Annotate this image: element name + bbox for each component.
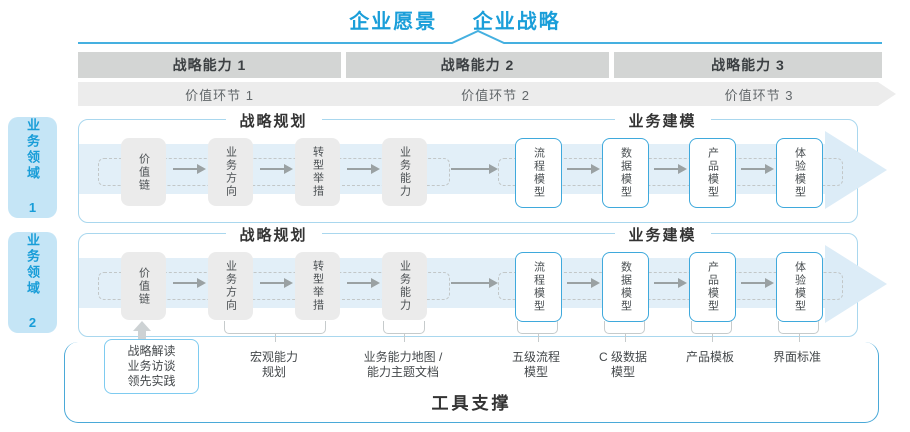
strategy-inputs-box: 战略解读 业务访谈 领先实践 — [104, 339, 199, 394]
value-link-chevron-2: 价值环节 2 — [346, 82, 637, 106]
node-experience-model: 体验模型 — [776, 138, 823, 208]
annotation-capability-map: 业务能力地图 / 能力主题文档 — [363, 350, 443, 379]
node-business-capability: 业务能力 — [382, 138, 427, 206]
dashed-group-modeling — [498, 272, 843, 300]
node-product-model: 产品模型 — [689, 138, 736, 208]
band-arrow-icon — [825, 245, 887, 323]
dashed-group-strategy — [98, 158, 450, 186]
flow-arrow-icon — [451, 278, 498, 288]
up-arrow-icon — [133, 321, 151, 342]
domain-tab-label: 业务领域 1 — [25, 117, 40, 218]
annotation-l5-process-model: 五级流程 模型 — [511, 350, 561, 379]
flow-arrow-icon — [451, 164, 498, 174]
capability-bar-3: 战略能力 3 — [614, 52, 882, 78]
value-link-chevron-3: 价值环节 3 — [614, 82, 896, 106]
section-header-strategic-planning: 战略规划 — [225, 110, 322, 131]
annotation-macro-capability-planning: 宏观能力 规划 — [249, 350, 299, 379]
bracket-icon — [517, 321, 558, 342]
flow-arrow-icon — [741, 278, 774, 288]
section-header-strategic-planning: 战略规划 — [225, 224, 322, 245]
flow-arrow-icon — [654, 164, 687, 174]
node-data-model: 数据模型 — [602, 138, 649, 208]
bracket-icon — [778, 321, 819, 342]
page-title: 企业愿景 企业战略 — [0, 5, 910, 34]
flow-arrow-icon — [567, 164, 600, 174]
domain-tab-1: 业务领域 1 — [8, 117, 57, 218]
value-link-chevron-1: 价值环节 1 — [78, 82, 375, 106]
node-value-chain: 价值链 — [121, 252, 166, 320]
bracket-icon — [224, 321, 326, 342]
node-process-model: 流程模型 — [515, 252, 562, 322]
vision-title: 企业愿景 — [349, 11, 438, 33]
node-experience-model: 体验模型 — [776, 252, 823, 322]
flow-arrow-icon — [567, 278, 600, 288]
node-transformation-initiatives: 转型举措 — [295, 252, 340, 320]
domain-1-flow-row: 战略规划 业务建模 价值链 业务方向 转型举措 业务能力 流程模型 数据模型 产… — [78, 110, 887, 223]
vision-connector-line — [78, 29, 882, 44]
bracket-icon — [604, 321, 645, 342]
capability-bar-2: 战略能力 2 — [346, 52, 609, 78]
node-product-model: 产品模型 — [689, 252, 736, 322]
node-transformation-initiatives: 转型举措 — [295, 138, 340, 206]
flow-arrow-icon — [347, 164, 380, 174]
domain-2-flow-row: 战略规划 业务建模 价值链 业务方向 转型举措 业务能力 流程模型 数据模型 产… — [78, 224, 887, 337]
node-business-direction: 业务方向 — [208, 138, 253, 206]
band-arrow-icon — [825, 131, 887, 209]
bracket-icon — [691, 321, 732, 342]
dashed-group-modeling — [498, 158, 843, 186]
dashed-group-strategy — [98, 272, 450, 300]
flow-arrow-icon — [260, 164, 293, 174]
tool-support-container: 工具支撑 — [64, 342, 879, 423]
section-header-business-modeling: 业务建模 — [614, 110, 711, 131]
section-header-business-modeling: 业务建模 — [614, 224, 711, 245]
annotation-c-level-data-model: C 级数据 模型 — [598, 350, 648, 379]
domain-tab-2: 业务领域 2 — [8, 232, 57, 333]
capability-bar-1: 战略能力 1 — [78, 52, 341, 78]
annotation-ui-standard: 界面标准 — [772, 350, 822, 364]
tool-support-label: 工具支撑 — [431, 394, 512, 413]
flow-arrow-icon — [173, 278, 206, 288]
flow-arrow-icon — [173, 164, 206, 174]
bracket-icon — [383, 321, 425, 342]
annotation-product-template: 产品模板 — [685, 350, 735, 364]
flow-arrow-icon — [260, 278, 293, 288]
node-data-model: 数据模型 — [602, 252, 649, 322]
node-process-model: 流程模型 — [515, 138, 562, 208]
node-value-chain: 价值链 — [121, 138, 166, 206]
node-business-direction: 业务方向 — [208, 252, 253, 320]
flow-arrow-icon — [741, 164, 774, 174]
flow-arrow-icon — [654, 278, 687, 288]
node-business-capability: 业务能力 — [382, 252, 427, 320]
strategy-title: 企业战略 — [472, 11, 561, 33]
flow-arrow-icon — [347, 278, 380, 288]
domain-tab-label: 业务领域 2 — [25, 232, 40, 333]
